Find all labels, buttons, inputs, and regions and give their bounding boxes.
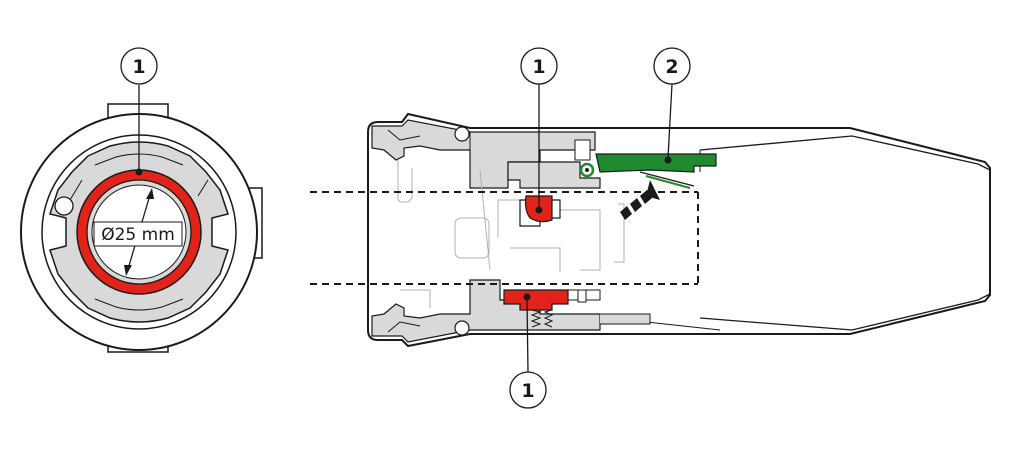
callout-label: 2 <box>665 56 678 78</box>
callout-upper-seal: 1 <box>520 47 558 85</box>
side-section-view <box>310 83 991 373</box>
latch <box>595 153 717 173</box>
spring <box>530 309 554 328</box>
bore-guide-lines <box>310 191 699 285</box>
callout-lower-seal: 1 <box>509 371 547 409</box>
insertion-arrow-icon <box>620 180 660 220</box>
diameter-label: Ø25 mm <box>101 225 175 245</box>
callout-label: 1 <box>521 380 534 402</box>
callout-label: 1 <box>532 56 545 78</box>
callout-label: 1 <box>132 56 145 78</box>
front-view: Ø25 mm <box>20 85 263 353</box>
callout-front-seal: 1 <box>120 47 158 85</box>
callout-latch: 2 <box>653 47 691 85</box>
